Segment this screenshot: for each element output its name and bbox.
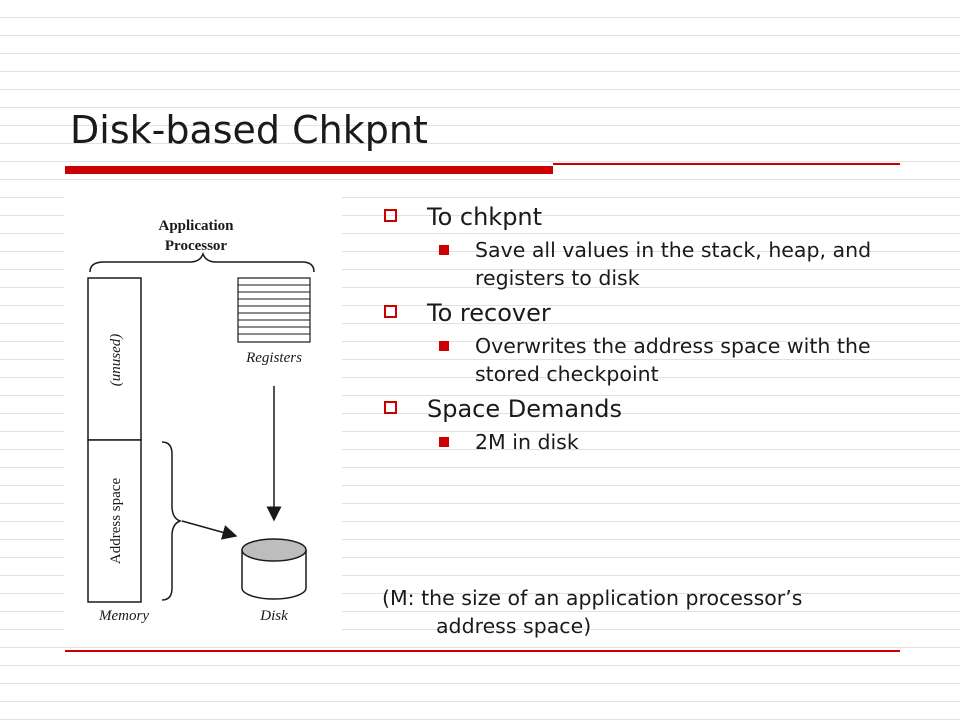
hollow-square-bullet-icon xyxy=(384,401,397,414)
bullet-space-demands: Space Demands xyxy=(382,392,882,426)
sub-bullet-save-values: Save all values in the stack, heap, and … xyxy=(382,236,882,292)
filled-square-bullet-icon xyxy=(439,437,449,447)
footer-rule xyxy=(65,650,900,652)
bullet-to-recover: To recover xyxy=(382,296,882,330)
app-processor-label-2: Processor xyxy=(165,238,228,254)
slide-title: Disk-based Chkpnt xyxy=(70,108,428,152)
memory-label: Memory xyxy=(98,608,149,624)
address-space-brace xyxy=(161,441,183,601)
memory-unused-block xyxy=(87,277,142,441)
sub-bullet-text: Overwrites the address space with the st… xyxy=(475,334,871,386)
hollow-square-bullet-icon xyxy=(384,209,397,222)
address-space-to-disk-arrow xyxy=(181,520,238,540)
diagram-svg: Application Processor (unused) Address s… xyxy=(87,218,315,624)
footnote-line-2: address space) xyxy=(436,614,592,638)
title-underline-thick xyxy=(65,166,553,174)
bullet-text: To chkpnt xyxy=(427,203,543,231)
unused-label: (unused) xyxy=(108,334,124,387)
memory-address-space-block xyxy=(87,439,142,603)
sub-bullet-overwrites: Overwrites the address space with the st… xyxy=(382,332,882,388)
bullet-text: Space Demands xyxy=(427,395,623,423)
bullet-text: To recover xyxy=(427,299,551,327)
filled-square-bullet-icon xyxy=(439,245,449,255)
sub-bullet-text: 2M in disk xyxy=(475,430,579,454)
memory-disk-diagram: Application Processor (unused) Address s… xyxy=(64,190,342,638)
hollow-square-bullet-icon xyxy=(384,305,397,318)
address-space-label: Address space xyxy=(108,478,124,565)
sub-bullet-2m-disk: 2M in disk xyxy=(382,428,882,456)
disk-label: Disk xyxy=(259,608,288,624)
registers-block xyxy=(237,277,311,343)
footnote-line-1: (M: the size of an application processor… xyxy=(382,586,803,610)
registers-label: Registers xyxy=(245,350,302,366)
disk-icon xyxy=(241,538,307,600)
app-processor-label-1: Application xyxy=(158,218,234,234)
footnote: (M: the size of an application processor… xyxy=(382,584,802,640)
sub-bullet-text: Save all values in the stack, heap, and … xyxy=(475,238,872,290)
bullet-to-chkpnt: To chkpnt xyxy=(382,200,882,234)
bullet-list: To chkpnt Save all values in the stack, … xyxy=(382,196,882,460)
filled-square-bullet-icon xyxy=(439,341,449,351)
processor-brace xyxy=(89,251,315,273)
title-underline-thin xyxy=(553,163,900,165)
